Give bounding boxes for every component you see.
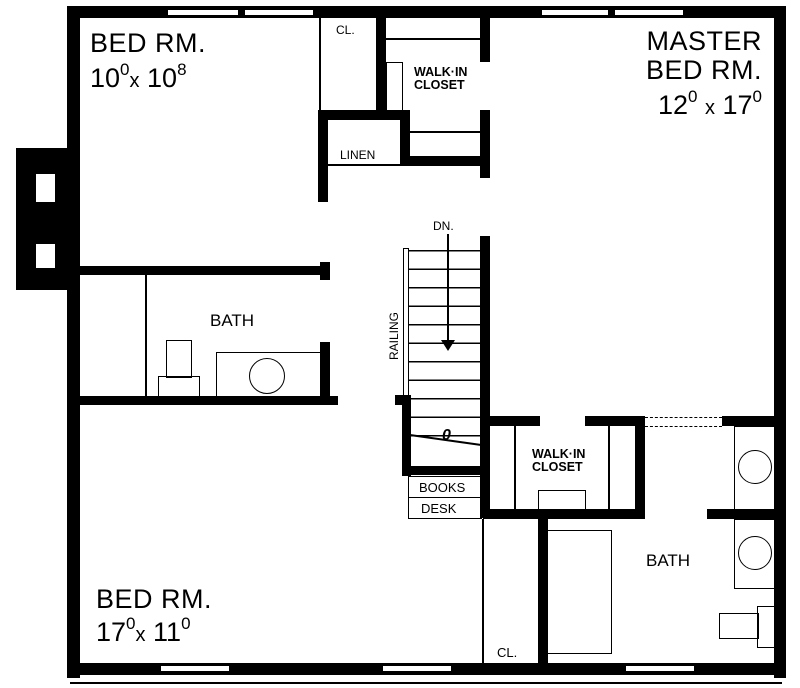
toilet-base (719, 613, 759, 639)
room-name: BED RM. (90, 28, 207, 58)
room-name: WALK·IN (414, 65, 468, 79)
room-name: WALK·IN (532, 447, 586, 461)
shelf-line (386, 38, 480, 40)
window (541, 9, 609, 16)
wall (722, 416, 782, 426)
desk (408, 497, 482, 519)
toilet-tank (166, 340, 192, 378)
room-bath-1: BATH (210, 311, 255, 330)
room-walkin-2: WALK·IN CLOSET (532, 448, 585, 473)
wall (400, 110, 410, 164)
stair-direction-label: DN. (433, 219, 454, 233)
closet-rod (514, 426, 516, 510)
window (382, 665, 452, 672)
wall (318, 110, 328, 202)
room-name: MASTER (646, 26, 762, 56)
pocket-door (645, 417, 722, 427)
wall (318, 110, 410, 120)
stair-wall (480, 236, 490, 518)
toilet-base (158, 376, 200, 398)
sink-basin (738, 536, 772, 570)
room-bed-1: BED RM. 100x 108 (90, 30, 206, 92)
room-bed-2: BED RM. 170x 110 (96, 586, 212, 646)
room-master: MASTER BED RM. 120 x 170 (640, 28, 762, 119)
wall (538, 517, 548, 665)
window (244, 9, 314, 16)
vanity (734, 519, 776, 589)
wall (320, 342, 330, 404)
wall (585, 416, 645, 426)
room-name: CLOSET (532, 459, 583, 474)
closet-line (319, 16, 321, 112)
room-dimensions: 120 x 170 (657, 87, 762, 120)
room-walkin-1: WALK·IN CLOSET (414, 66, 467, 91)
room-bath-2: BATH (646, 551, 691, 570)
vanity (734, 426, 776, 510)
sink-basin (249, 358, 285, 394)
wall (376, 6, 386, 112)
room-closet-bottom: CL. (497, 645, 518, 660)
stair-wall (402, 396, 411, 476)
shelf-line (410, 131, 480, 133)
wall (80, 396, 338, 405)
room-name: CLOSET (414, 77, 465, 92)
stair-break-mark: 0 (442, 427, 451, 444)
linen-shelf (328, 164, 400, 166)
room-name: BED RM. (96, 584, 213, 614)
toilet-tank (757, 606, 777, 648)
window (614, 9, 684, 16)
wall (80, 266, 330, 275)
books-label: BOOKS (419, 480, 466, 495)
wall (480, 6, 490, 62)
window (625, 665, 695, 672)
wall-left (67, 6, 80, 678)
wall (490, 416, 540, 426)
wall (707, 509, 782, 519)
room-dimensions: 100x 108 (90, 60, 187, 93)
room-linen: LINEN (340, 148, 376, 162)
wall (320, 262, 330, 280)
stair-wall (402, 466, 490, 475)
wall (480, 110, 490, 178)
arrow-down-icon (441, 340, 455, 351)
window (160, 665, 230, 672)
railing-label: RAILING (387, 311, 402, 361)
wall (635, 416, 645, 516)
stair-wall (395, 395, 411, 405)
bathtub (216, 352, 322, 398)
foundation-line (70, 682, 782, 684)
closet-line (482, 519, 484, 665)
railing[interactable] (403, 248, 409, 396)
sink-basin (738, 450, 772, 484)
closet-rod (608, 426, 610, 510)
closet-door (386, 62, 403, 112)
linen-cabinet (546, 530, 612, 654)
bath-partition (145, 275, 147, 396)
wall (483, 509, 645, 519)
stair-arrow-line (447, 234, 449, 342)
room-dimensions: 170x 110 (96, 614, 191, 647)
chimney-flue (36, 244, 55, 268)
window (167, 9, 239, 16)
desk-label: DESK (421, 501, 457, 516)
chimney-flue (36, 174, 55, 202)
closet-fixture (538, 490, 586, 510)
room-name: BED RM. (645, 55, 762, 85)
chimney (16, 148, 76, 290)
room-closet-top: CL. (336, 23, 355, 37)
wall (400, 156, 490, 166)
